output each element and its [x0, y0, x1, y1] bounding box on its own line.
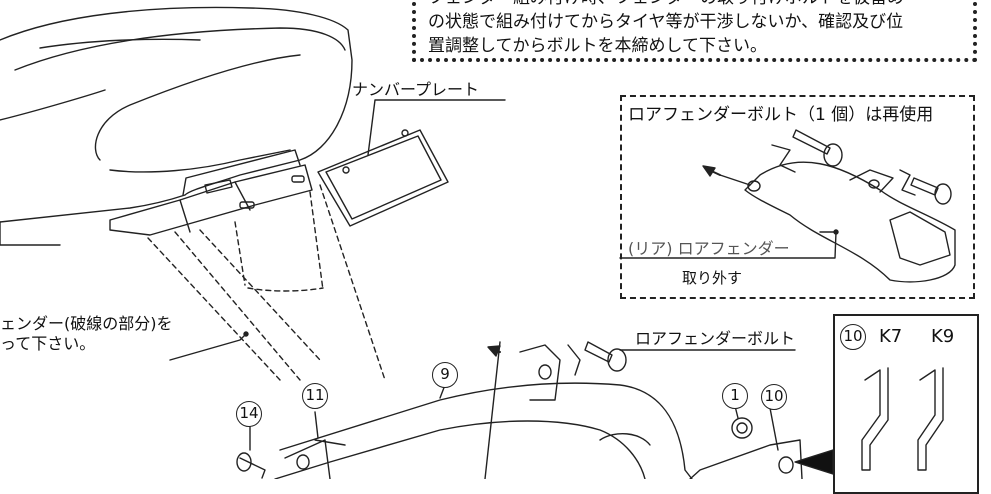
reuse-bolt-title: ロアフェンダーボルト（1 個）は再使用	[628, 105, 934, 125]
caution-line-3: 置調整してからボルトを本締めして下さい。	[428, 36, 767, 56]
bolt-illustration	[792, 129, 952, 205]
cut-fender-label-line2: って下さい。	[0, 334, 96, 353]
caution-note: フェンダー組み付け時、フェンダーの取り付けボルトを仮留め の状態で組み付けてから…	[412, 0, 977, 62]
lower-fender-part-label: (リア) ロアフェンダー	[628, 239, 790, 258]
variant-k7-label: K7	[879, 326, 903, 347]
k7-k9-variant-box: 10 K7 K9	[833, 314, 979, 494]
variant-profiles	[861, 367, 944, 471]
reuse-bolt-detail-box: ロアフェンダーボルト（1 個）は再使用 (リア) ロアフェンダー 取り外す	[620, 95, 975, 299]
part-number-1: 1	[722, 383, 748, 409]
part-number-9: 9	[432, 362, 458, 388]
lower-bolt	[584, 341, 796, 439]
caution-line-2: の状態で組み付けてからタイヤ等が干渉しないか、確認及び位	[428, 12, 904, 32]
seat-tail-illustration	[0, 6, 353, 246]
part-number-14: 14	[236, 401, 262, 427]
lower-fender-illustration	[619, 144, 956, 283]
number-plate-label: ナンバープレート	[352, 80, 480, 99]
variant-part-number: 10	[840, 324, 866, 350]
part-number-11: 11	[302, 383, 328, 409]
cut-fender-label-line1: ェンダー(破線の部分)を	[0, 314, 173, 333]
number-plate-illustration	[317, 99, 506, 227]
variant-k9-label: K9	[931, 326, 955, 347]
cut-guide-lines	[147, 184, 386, 381]
remove-label: 取り外す	[682, 269, 743, 287]
part-number-10: 10	[761, 384, 787, 410]
caution-line-1: フェンダー組み付け時、フェンダーの取り付けボルトを仮留め	[428, 0, 963, 10]
lower-fender-bolt-label: ロアフェンダーボルト	[635, 329, 796, 348]
fender-bracket-assembly	[236, 341, 803, 479]
